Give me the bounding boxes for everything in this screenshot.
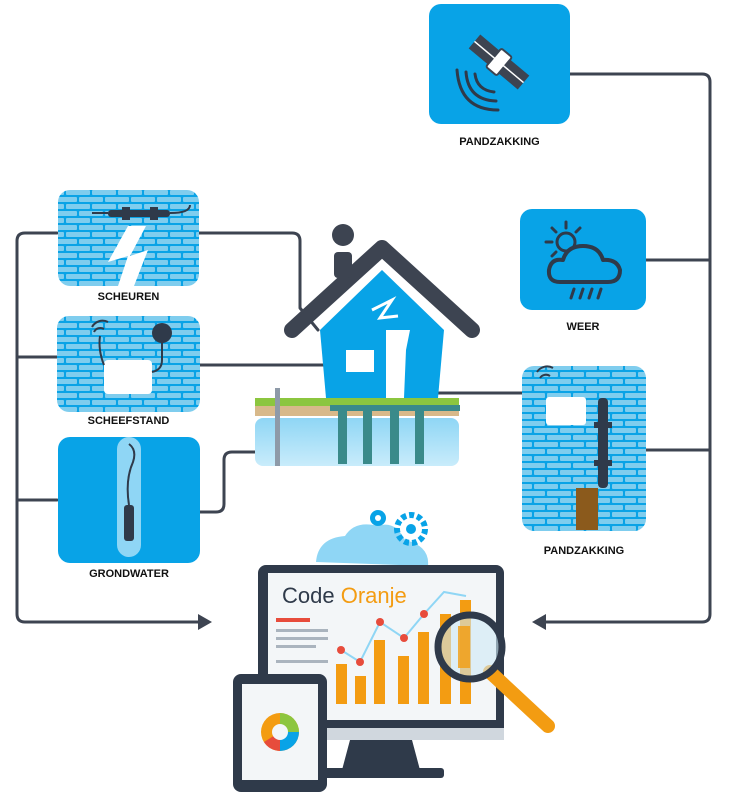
node-settlement [522,365,646,531]
node-crack [58,190,199,286]
tablet-icon [233,674,327,792]
brand-title: Code Oranje [282,583,407,609]
crack-sensor-icon [108,226,148,286]
magnifier-icon [434,611,555,733]
label-groundwater: GRONDWATER [89,568,169,580]
brand-second: Oranje [340,583,407,608]
label-weather: WEER [566,321,600,333]
node-tilt [57,316,200,412]
label-satellite: PANDZAKKING [459,136,540,148]
connector-left-trunk [15,231,207,624]
node-weather [520,209,646,310]
label-tilt: SCHEEFSTAND [87,415,170,427]
gears-icon [316,510,429,566]
arrow-left-head [198,614,212,630]
label-settlement: PANDZAKKING [543,545,625,557]
connector-crack-to-house [197,231,320,332]
weather-icon [544,220,622,300]
satellite-icon [468,34,530,90]
house-icon [255,224,480,466]
tilt-sensor-icon [104,360,152,394]
connector-groundwater-to-probe [198,450,279,514]
node-groundwater [58,437,200,563]
label-crack: SCHEUREN [97,291,160,303]
brand-first: Code [282,583,335,608]
connector-right-trunk [538,72,712,624]
arrow-right-head [532,614,546,630]
settlement-sensor-icon [546,397,586,425]
node-satellite [429,4,570,124]
